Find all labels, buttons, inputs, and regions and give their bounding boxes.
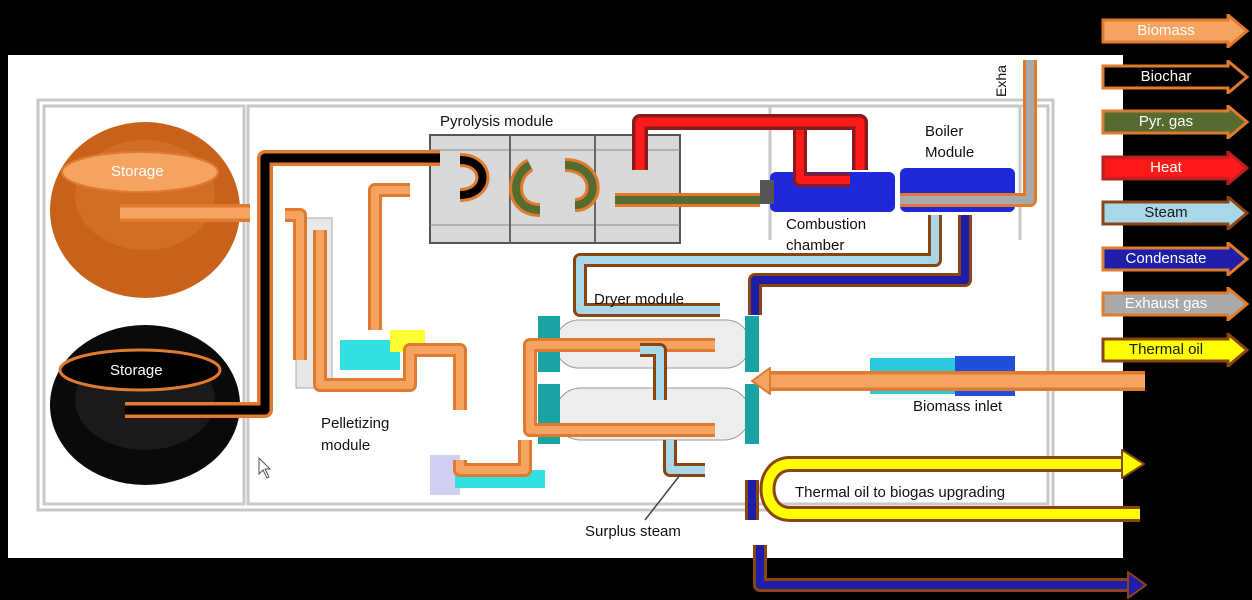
pyrolysis-module-label: Pyrolysis module (440, 113, 553, 131)
dryer-module-label: Dryer module (594, 291, 684, 309)
surplus-steam-label: Surplus steam (585, 523, 681, 541)
thermal-oil-biogas-label: Thermal oil to biogas upgrading (795, 484, 1005, 502)
legend-item-pyr-gas: Pyr. gas (1100, 105, 1250, 139)
combustion-chamber-label-line1: Combustion (786, 216, 866, 234)
legend-label: Exhaust gas (1104, 295, 1228, 313)
legend-item-biochar: Biochar (1100, 60, 1250, 94)
legend-label: Biomass (1104, 22, 1228, 40)
boiler-module-label-line2: Module (925, 144, 974, 162)
legend-label: Pyr. gas (1104, 113, 1228, 131)
biomass-inlet-label: Biomass inlet (913, 398, 1002, 416)
legend-item-biomass: Biomass (1100, 14, 1250, 48)
exhaust-stack-label: Exha (992, 65, 1010, 97)
pelletizing-module-label-line1: Pelletizing (321, 415, 389, 433)
legend-item-condensate: Condensate (1100, 242, 1250, 276)
boiler-module-label-line1: Boiler (925, 123, 963, 141)
pelletizing-module-label-line2: module (321, 437, 370, 455)
legend-item-heat: Heat (1100, 151, 1250, 185)
legend-label: Steam (1104, 204, 1228, 222)
legend-label: Heat (1104, 159, 1228, 177)
legend-label: Thermal oil (1104, 341, 1228, 359)
storage-bottom-label: Storage (110, 362, 163, 380)
combustion-chamber-label-line2: chamber (786, 237, 844, 255)
legend-label: Condensate (1104, 250, 1228, 268)
storage-top-label: Storage (111, 163, 164, 181)
legend-item-thermal-oil: Thermal oil (1100, 333, 1250, 367)
legend-label: Biochar (1104, 68, 1228, 86)
legend-item-exhaust-gas: Exhaust gas (1100, 287, 1250, 321)
legend-item-steam: Steam (1100, 196, 1250, 230)
